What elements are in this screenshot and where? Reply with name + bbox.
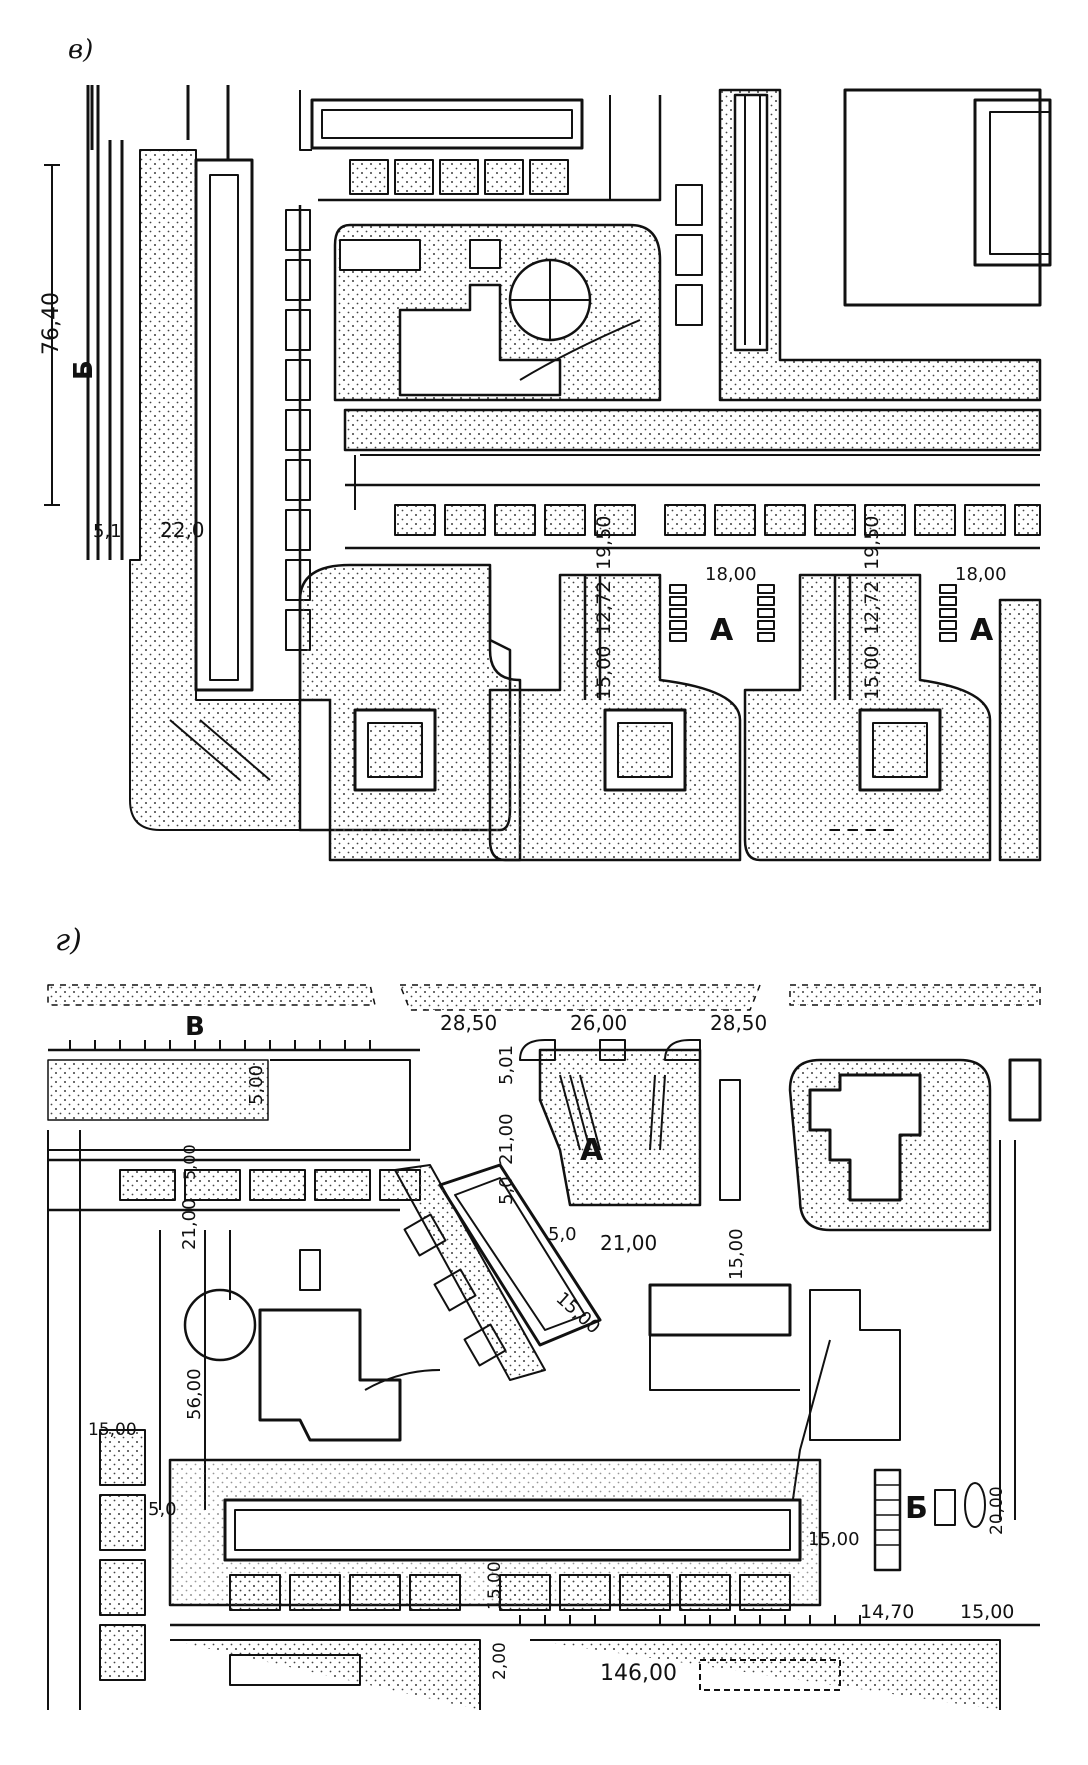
slab-building-west: [194, 158, 254, 692]
dim-15-00-d: 15,00: [485, 1561, 505, 1610]
dim-76-40: 76,40: [39, 292, 64, 355]
dim-5-0-b: 5,0: [548, 1224, 577, 1245]
dim-line-76-40: [44, 164, 60, 506]
dim-19-50-a: 19,50: [593, 516, 615, 570]
dim-15-00-b: 15,00: [861, 646, 883, 700]
panel-g-label: г): [55, 923, 82, 958]
dim-12-72-a: 12,72: [593, 581, 615, 635]
dim-21-00-b: 21,00: [600, 1231, 657, 1255]
garage-row-south: [229, 1574, 791, 1611]
dim-15-00-e: 15,00: [808, 1529, 860, 1550]
marker-b-g: Б: [905, 1491, 928, 1526]
panel-v-label: в): [68, 35, 93, 65]
left-street: [86, 85, 124, 560]
dim-15-00-f: 15,00: [960, 1601, 1014, 1623]
dim-5-00-a: 5,00: [246, 1065, 267, 1105]
dim-5-0-a: 5,0: [496, 1176, 517, 1205]
dim-14-70: 14,70: [860, 1601, 914, 1623]
dim-21-00-c: 21,00: [179, 1198, 200, 1250]
building-northeast: [843, 88, 1042, 307]
dim-21-00-a: 21,00: [496, 1113, 517, 1165]
dim-12-72-b: 12,72: [861, 581, 883, 635]
dim-2-00: 2,00: [490, 1642, 510, 1680]
dim-15-00-b-g: 15,00: [726, 1228, 747, 1280]
panel-g-plan: [47, 984, 1042, 1710]
dim-22-0: 22,0: [160, 518, 205, 542]
marker-a-2: А: [970, 613, 994, 648]
panel-v-plan: [86, 85, 1052, 862]
garage-row-west: [119, 1169, 421, 1201]
dim-15-00-a: 15,00: [593, 646, 615, 700]
dim-28-50-a: 28,50: [440, 1011, 497, 1035]
marker-v: В: [185, 1012, 205, 1042]
dim-5-00-b: 5,00: [180, 1144, 199, 1180]
dim-5-1: 5,1: [93, 521, 122, 542]
building-north: [310, 98, 584, 150]
tick-marks-south: [519, 1615, 861, 1625]
tick-marks-north: [69, 1040, 371, 1050]
dim-15-00-c: 15,00: [88, 1420, 137, 1440]
parking-lot-a: [538, 1048, 702, 1207]
boulevard: [343, 408, 1042, 452]
green-band-north: [47, 984, 376, 1006]
dim-18-00-b: 18,00: [955, 564, 1007, 585]
dim-56-00: 56,00: [184, 1368, 205, 1420]
dim-26-00: 26,00: [570, 1011, 627, 1035]
diagonal-slab: [438, 1163, 602, 1347]
round-playground-g: [183, 1288, 257, 1362]
dim-20-00: 20,00: [987, 1486, 1007, 1535]
parking-column-west: [285, 209, 311, 651]
marker-b-west: Б: [69, 360, 99, 380]
dim-5-01: 5,01: [496, 1045, 517, 1085]
dim-18-00-a: 18,00: [705, 564, 757, 585]
garage-row-north: [349, 159, 569, 195]
dim-5-0-c: 5,0: [148, 1499, 177, 1520]
dim-19-50-b: 19,50: [861, 516, 883, 570]
parking-b: [873, 1468, 902, 1572]
marker-a-g: А: [580, 1133, 604, 1168]
marker-a-1: А: [710, 613, 734, 648]
dim-28-50-b: 28,50: [710, 1011, 767, 1035]
building-central-g: [648, 1283, 792, 1337]
garage-row-central: [394, 504, 1041, 536]
dim-146-00: 146,00: [600, 1661, 677, 1686]
school-building-g: [258, 1308, 402, 1442]
